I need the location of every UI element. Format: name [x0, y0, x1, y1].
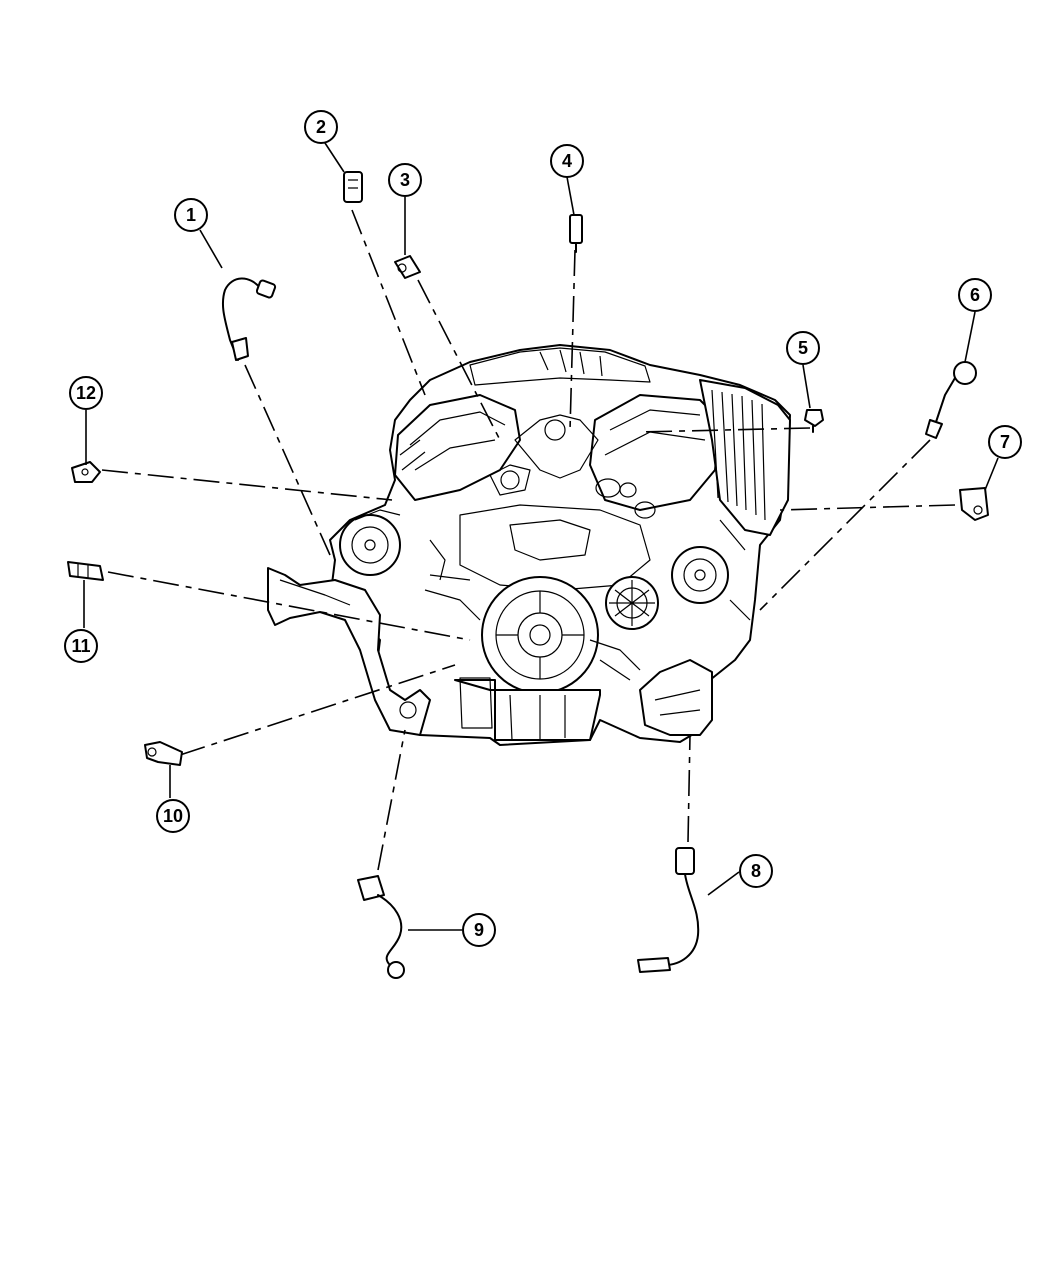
callout-label: 9 — [474, 920, 484, 940]
callout-label: 4 — [562, 151, 572, 171]
part-sensor-5 — [804, 409, 824, 433]
callout-11: 11 — [64, 629, 98, 663]
callout-label: 1 — [186, 205, 196, 225]
part-sensor-10 — [144, 741, 183, 766]
callout-label: 6 — [970, 285, 980, 305]
dashed-leader-lines — [101, 209, 956, 871]
callout-6: 6 — [958, 278, 992, 312]
part-sensor-3 — [394, 255, 421, 279]
callout-9: 9 — [462, 913, 496, 947]
callout-2: 2 — [304, 110, 338, 144]
callout-4: 4 — [550, 144, 584, 178]
callout-label: 10 — [163, 806, 183, 826]
callout-12: 12 — [69, 376, 103, 410]
part-sensor-2 — [343, 171, 363, 203]
callout-7: 7 — [988, 425, 1022, 459]
part-oxygen-sensor-9 — [357, 875, 405, 979]
engine-assembly — [267, 344, 791, 746]
callout-8: 8 — [739, 854, 773, 888]
callout-10: 10 — [156, 799, 190, 833]
callout-5: 5 — [786, 331, 820, 365]
part-oxygen-sensor-upstream-left — [221, 277, 277, 361]
callout-1: 1 — [174, 198, 208, 232]
callout-3: 3 — [388, 163, 422, 197]
callout-label: 3 — [400, 170, 410, 190]
part-oxygen-sensor-8 — [637, 847, 700, 973]
part-sensor-12 — [71, 461, 101, 483]
part-knock-sensor-6 — [925, 361, 977, 439]
callout-label: 8 — [751, 861, 761, 881]
callout-label: 2 — [316, 117, 326, 137]
callout-label: 5 — [798, 338, 808, 358]
part-sensor-7 — [959, 487, 989, 521]
callout-label: 12 — [76, 383, 96, 403]
callout-leaders — [83, 142, 999, 931]
callout-label: 11 — [71, 636, 90, 656]
part-sensor-11 — [67, 561, 104, 581]
callout-label: 7 — [1000, 432, 1010, 452]
part-sensor-4 — [569, 214, 583, 253]
